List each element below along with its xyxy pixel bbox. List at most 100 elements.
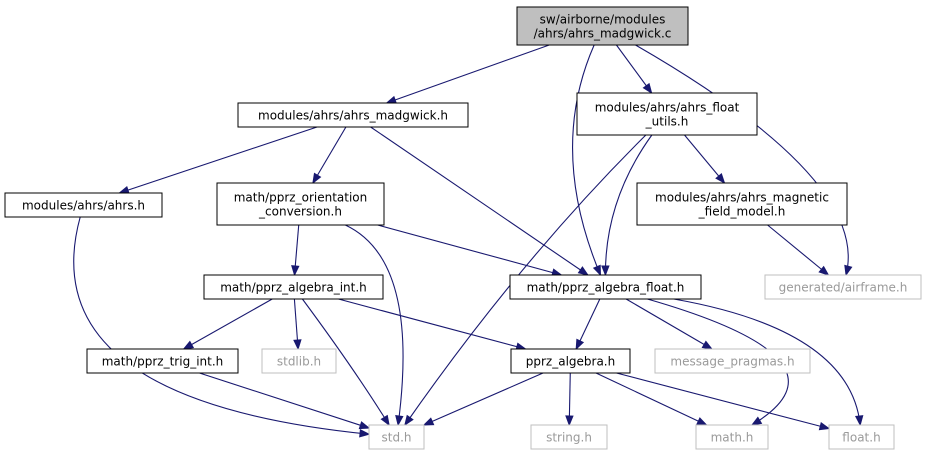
node-box [516, 6, 689, 46]
node-label: math/pprz_orientation [234, 191, 368, 205]
edges-layer [73, 44, 864, 438]
edge-pprz_algebra_float_h-to-message_pragmas_h [625, 298, 714, 350]
edge-arrowhead [293, 339, 302, 351]
node-label: modules/ahrs/ahrs.h [22, 199, 145, 213]
edge-line [572, 44, 601, 276]
node-ahrs-madgwick-h[interactable]: modules/ahrs/ahrs_madgwick.h [237, 102, 469, 128]
node-label: pprz_algebra.h [526, 355, 615, 369]
edge-arrowhead [118, 185, 130, 195]
node-box [86, 348, 239, 374]
edge-arrowhead [642, 82, 653, 95]
edge-pprz_trig_int_h-to-std_h [199, 372, 371, 430]
edge-pprz_algebra_h-to-std_h [422, 372, 544, 426]
node-label: float.h [842, 431, 880, 445]
edge-arrowhead [380, 414, 390, 427]
node-box [203, 274, 384, 300]
node-box [695, 424, 769, 450]
edge-arrowhead [312, 172, 322, 185]
edge-line [404, 134, 647, 426]
node-label: _utils.h [645, 115, 689, 129]
edge-line [595, 372, 707, 426]
edge-line [301, 298, 390, 426]
edge-arrowhead [696, 417, 708, 426]
node-label: message_pragmas.h [670, 355, 794, 369]
edge-line [635, 44, 849, 276]
edge-line [767, 224, 829, 276]
node-ahrs-magnetic-field-model-h[interactable]: modules/ahrs/ahrs_magnetic_field_model.h [636, 182, 848, 226]
node-pprz-algebra-float-h[interactable]: math/pprz_algebra_float.h [509, 274, 702, 300]
node-label: math/pprz_algebra_int.h [220, 281, 367, 295]
node-box [4, 192, 163, 218]
node-label: modules/ahrs/ahrs_float [595, 101, 740, 115]
edge-ahrs_h-to-std_h [73, 216, 371, 438]
edge-arrowhead [818, 265, 830, 276]
edge-ahrs_madgwick_h-to-pprz_orientation_conversion_h [312, 126, 347, 185]
node-pprz-trig-int-h[interactable]: math/pprz_trig_int.h [86, 348, 239, 374]
edge-line [684, 134, 725, 184]
node-label: stdlib.h [277, 355, 321, 369]
node-ahrs-float-utils-h[interactable]: modules/ahrs/ahrs_float_utils.h [576, 92, 758, 136]
edge-arrowhead [404, 414, 414, 427]
edge-line [604, 134, 653, 276]
edge-ahrs_float_utils_h-to-pprz_algebra_float_h [601, 134, 653, 277]
edge-line [673, 298, 861, 426]
node-box [261, 348, 337, 374]
node-label: math/pprz_trig_int.h [102, 355, 224, 369]
node-box [237, 102, 469, 128]
node-pprz-algebra-h[interactable]: pprz_algebra.h [510, 348, 631, 374]
node-box [636, 182, 848, 226]
edge-line [338, 298, 526, 350]
edge-pprz_algebra_int_h-to-pprz_algebra_h [338, 298, 527, 351]
node-box [509, 274, 702, 300]
node-label: _conversion.h [258, 205, 342, 219]
edge-line [616, 372, 830, 430]
edge-line [73, 216, 370, 435]
edge-ahrs_float_utils_h-to-std_h [404, 134, 647, 427]
node-box [576, 92, 758, 136]
node-label: modules/ahrs/ahrs_magnetic [655, 191, 829, 205]
edge-ahrs_madgwick_c-to-ahrs_madgwick_h [385, 44, 550, 104]
edge-pprz_orientation_conversion_h-to-pprz_algebra_int_h [291, 224, 300, 277]
edge-arrowhead [854, 415, 864, 427]
edge-ahrs_madgwick_c-to-ahrs_float_utils_h [615, 44, 653, 95]
node-box [654, 348, 811, 374]
edge-line [377, 224, 562, 276]
edge-line [386, 44, 550, 104]
node-box [828, 424, 895, 450]
node-message-pragmas-h: message_pragmas.h [654, 348, 811, 374]
node-ahrs-madgwick-c: sw/airborne/modules/ahrs/ahrs_madgwick.c [516, 6, 689, 46]
node-ahrs-h[interactable]: modules/ahrs/ahrs.h [4, 192, 163, 218]
edge-line [423, 372, 544, 426]
edge-arrowhead [715, 172, 726, 185]
edge-pprz_algebra_h-to-string_h [565, 372, 574, 427]
node-box [530, 424, 608, 450]
edge-pprz_orientation_conversion_h-to-pprz_algebra_float_h [377, 224, 563, 277]
node-pprz-algebra-int-h[interactable]: math/pprz_algebra_int.h [203, 274, 384, 300]
edge-line [199, 372, 370, 429]
edge-pprz_orientation_conversion_h-to-std_h [345, 224, 404, 427]
edge-line [370, 126, 589, 276]
node-label: modules/ahrs/ahrs_madgwick.h [258, 109, 448, 123]
edge-line [119, 126, 318, 194]
edge-arrowhead [592, 264, 601, 277]
nodes-layer: sw/airborne/modules/ahrs/ahrs_madgwick.c… [4, 6, 922, 450]
node-label: std.h [382, 431, 412, 445]
edge-ahrs_madgwick_h-to-pprz_algebra_float_h [370, 126, 590, 276]
edge-pprz_algebra_int_h-to-std_h [301, 298, 390, 427]
edge-arrowhead [182, 340, 195, 350]
edge-ahrs_madgwick_c-to-generated_airframe_h [635, 44, 853, 277]
node-pprz-orientation-conversion-h[interactable]: math/pprz_orientation_conversion.h [216, 182, 385, 226]
node-std-h: std.h [368, 424, 425, 450]
edge-line [625, 298, 713, 350]
edge-arrowhead [359, 429, 371, 438]
edge-arrowhead [395, 415, 404, 427]
edge-pprz_algebra_int_h-to-pprz_trig_int_h [182, 298, 273, 350]
edge-arrowhead [575, 338, 585, 351]
node-string-h: string.h [530, 424, 608, 450]
edge-pprz_algebra_float_h-to-float_h [673, 298, 864, 427]
edge-ahrs_madgwick_c-to-pprz_algebra_float_h [572, 44, 601, 277]
edge-ahrs_float_utils_h-to-ahrs_magnetic_field_model_h [684, 134, 726, 185]
node-label: math/pprz_algebra_float.h [527, 281, 685, 295]
edge-pprz_algebra_int_h-to-stdlib_h [293, 298, 302, 351]
